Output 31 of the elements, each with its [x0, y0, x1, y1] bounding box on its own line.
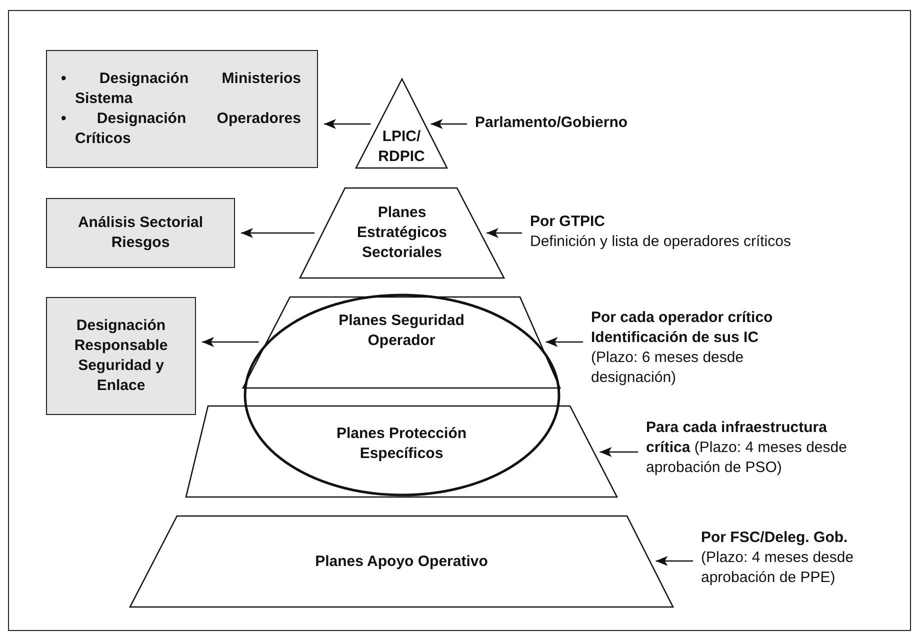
note-text: (Plazo: 4 meses desde aprobación de PPE) — [701, 548, 855, 588]
arrow — [241, 228, 314, 238]
pyramid-level — [186, 406, 617, 497]
category-box — [46, 50, 318, 168]
level-label: LPIC/ RDPIC — [377, 127, 426, 167]
responsible-label: Por FSC/Deleg. Gob. — [701, 528, 849, 548]
level-label: Planes Protección Específicos — [335, 424, 468, 464]
note-text: Definición y lista de operadores críticos — [530, 232, 792, 252]
arrow — [430, 119, 467, 129]
note-text: (Plazo: 6 meses desde designación) — [591, 348, 745, 388]
arrow — [546, 337, 583, 347]
level-label: Planes Estratégicos Sectoriales — [356, 203, 448, 263]
bullet-item: • Designación Operadores Críticos — [61, 109, 301, 149]
level-label: Planes Seguridad Operador — [338, 311, 466, 351]
arrow — [600, 447, 638, 457]
responsible-label: Parlamento/Gobierno — [475, 113, 629, 133]
arrow — [656, 556, 693, 566]
arrow — [324, 119, 371, 129]
responsible-label: Por cada operador crítico Identificación de sus IC — [591, 308, 774, 348]
responsible-label: Por GTPIC — [530, 212, 606, 232]
pyramid-level — [130, 516, 673, 607]
note-text: Para cada infraestructura crítica (Plazo: 4 meses desde aprobación de PSO) — [646, 418, 848, 478]
pyramid-apex — [356, 79, 447, 168]
level-label: Planes Apoyo Operativo — [315, 552, 488, 572]
bullet-item: • Designación Ministerios Sistema — [61, 69, 301, 109]
pyramid-level — [300, 188, 504, 278]
pyramid-level — [243, 297, 560, 388]
category-box: Designación Responsable Seguridad y Enlace — [46, 297, 196, 415]
arrow — [202, 337, 259, 347]
arrow — [486, 228, 522, 238]
category-box: Análisis Sectorial Riesgos — [46, 198, 235, 268]
